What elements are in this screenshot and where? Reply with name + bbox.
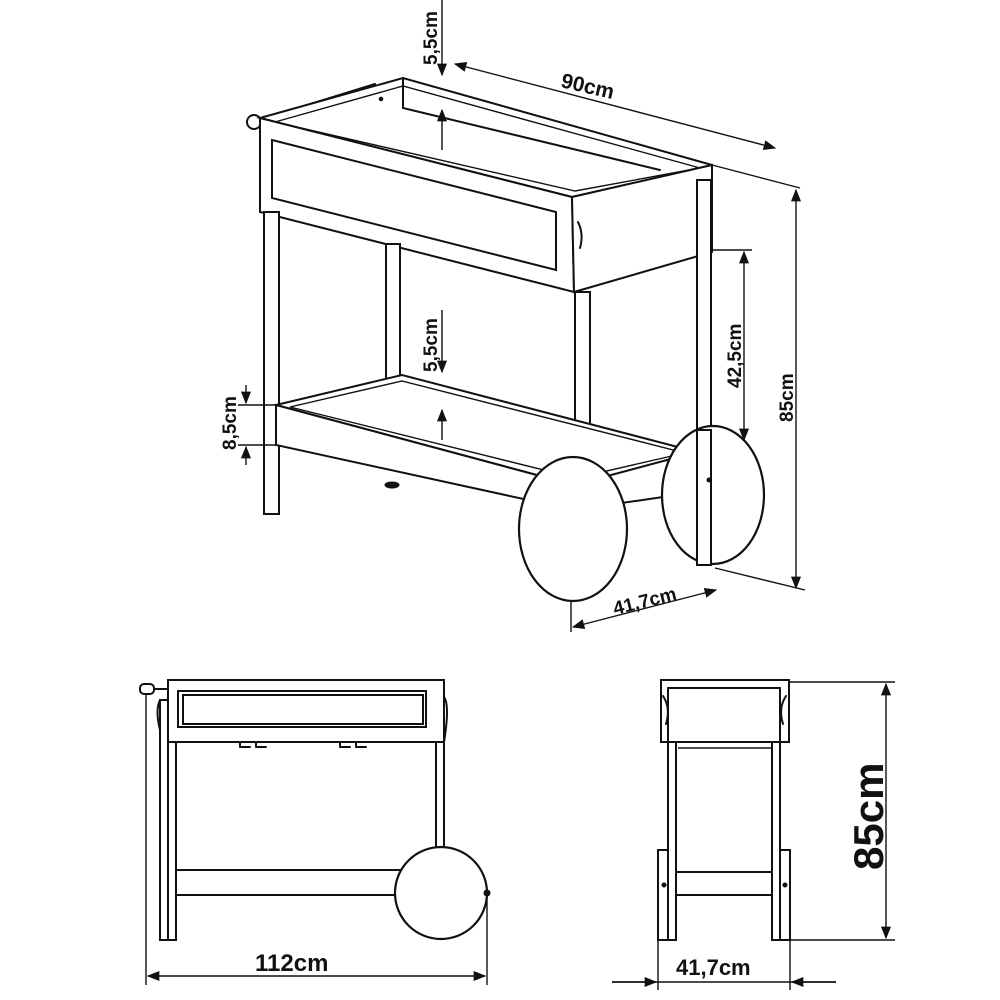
label-shelf-side-height: 8,5cm (220, 396, 241, 450)
top-tray (256, 76, 713, 294)
front-wheel (517, 455, 629, 603)
front-view: 112cm (139, 679, 491, 985)
wheels (517, 424, 766, 603)
label-side-depth: 41,7cm (676, 955, 751, 980)
label-front-total-width: 112cm (255, 950, 328, 977)
side-view: 85cm 41,7cm (612, 679, 895, 990)
label-side-total-height: 85cm (845, 763, 892, 870)
rear-wheel (660, 424, 766, 566)
lower-shelf (275, 373, 701, 512)
front-view-wheel (393, 845, 489, 941)
isometric-dimensions: 5,5cm 90cm 5,5cm 8,5cm 42,5cm 85cm (220, 0, 806, 632)
label-shelf-rim-height: 5,5cm (421, 318, 442, 372)
side-view-dimensions: 85cm 41,7cm (612, 681, 895, 990)
label-upper-clearance: 42,5cm (725, 324, 746, 388)
isometric-view: 5,5cm 90cm 5,5cm 8,5cm 42,5cm 85cm (220, 0, 806, 632)
front-view-dimension: 112cm (145, 694, 488, 985)
label-total-height: 85cm (777, 373, 798, 422)
label-depth: 41,7cm (611, 584, 679, 620)
label-top-rim-height: 5,5cm (421, 11, 442, 65)
